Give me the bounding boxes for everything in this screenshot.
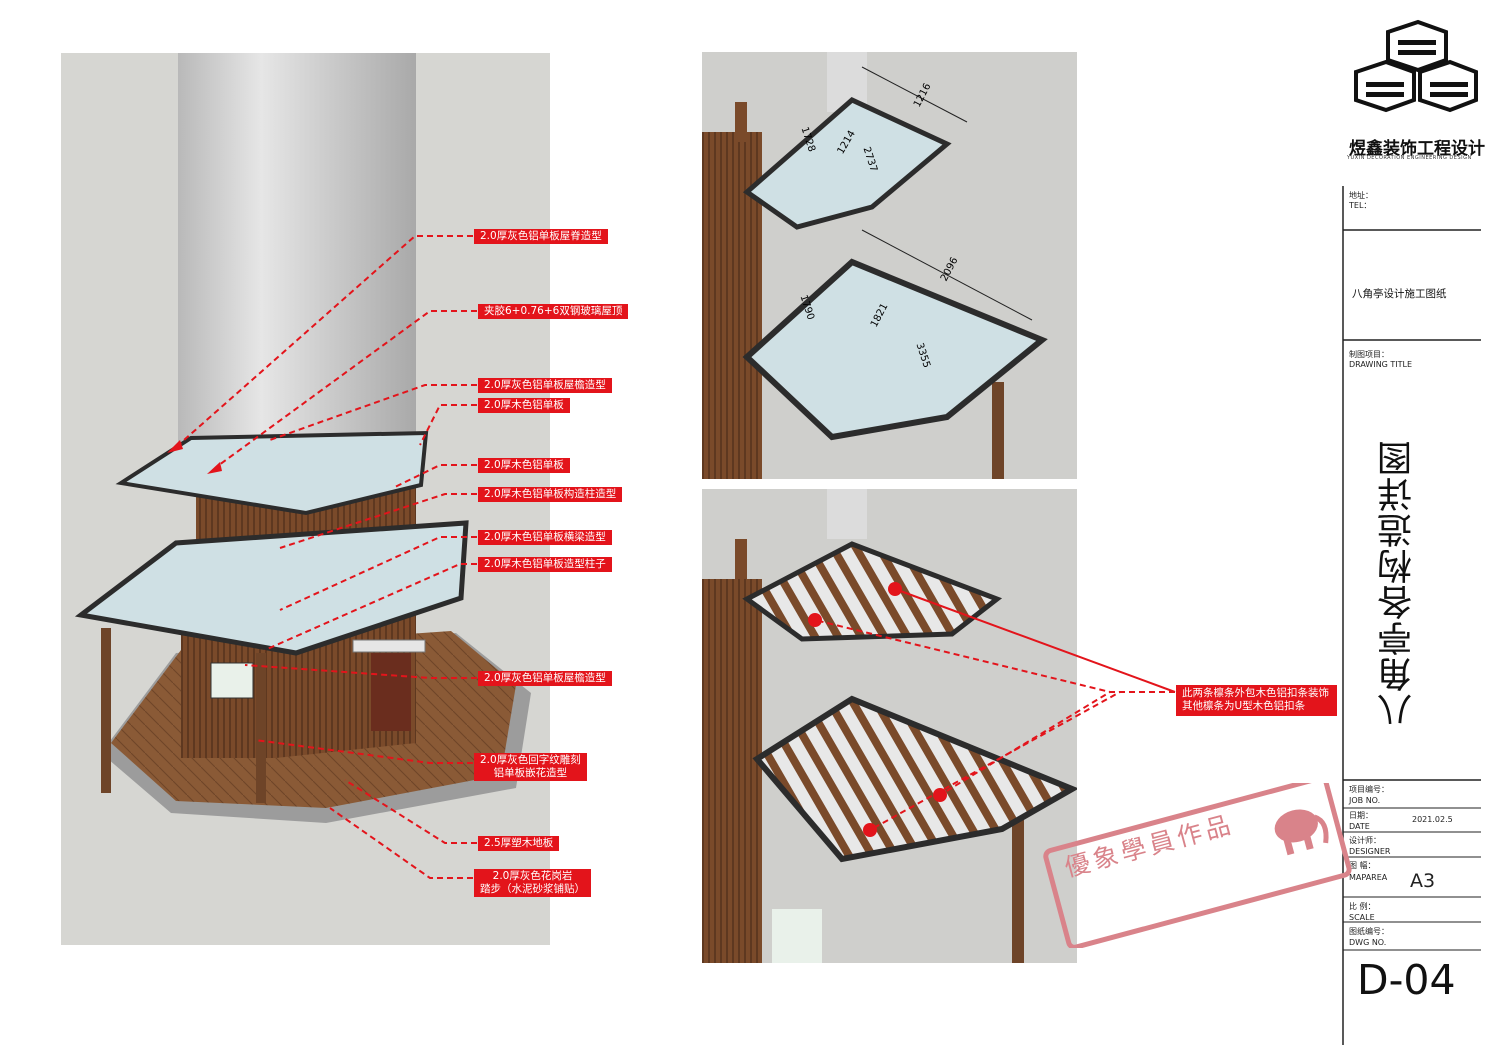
- callout-glass-roof: 夹胶6+0.76+6双钢玻璃屋顶: [478, 304, 629, 319]
- dwg-no-label-en: DWG NO.: [1349, 938, 1387, 947]
- tel-label: TEL：: [1349, 201, 1372, 210]
- callout-purlin: 此两条檩条外包木色铝扣条装饰 其他檩条为U型木色铝扣条: [1176, 685, 1337, 716]
- scale-label-en: SCALE: [1349, 913, 1375, 922]
- callout-lower-eave: 2.0厚灰色铝单板屋檐造型: [478, 671, 612, 686]
- callout-wood-panel: 2.0厚木色铝单板: [478, 398, 570, 413]
- entrance-door: [371, 653, 411, 731]
- purlin-structure-view: [702, 489, 1077, 963]
- dimension-line: [861, 229, 1033, 321]
- callout-eave: 2.0厚灰色铝单板屋檐造型: [478, 378, 612, 393]
- callout-granite-step: 2.0厚灰色花岗岩 踏步（水泥砂浆铺贴）: [474, 869, 591, 897]
- drawing-title-label-en: DRAWING TITLE: [1349, 360, 1413, 369]
- callout-column: 2.0厚木色铝单板造型柱子: [478, 557, 612, 572]
- wood-wall: [702, 579, 762, 963]
- callout-carved-panel: 2.0厚灰色回字纹雕刻 铝单板嵌花造型: [474, 753, 587, 781]
- callout-line: 铝单板嵌花造型: [493, 767, 568, 779]
- dwg-no-value: D-04: [1357, 956, 1456, 1004]
- roof-post: [992, 382, 1004, 479]
- maparea-value: A3: [1410, 870, 1436, 892]
- upper-roof-purlins: [742, 541, 1003, 642]
- date-label: 日期：: [1349, 811, 1373, 820]
- dwg-no-label: 图纸编号：: [1349, 927, 1389, 936]
- designer-label-en: DESIGNER: [1349, 847, 1391, 856]
- maparea-label-en: MAPAREA: [1349, 873, 1388, 882]
- job-no-label: 项目编号：: [1349, 785, 1389, 794]
- roof-dimension-view: 1216 1728 1214 2737 2096 1790 1821 3355: [702, 52, 1077, 479]
- purlin-drawing: [702, 489, 1077, 963]
- project-name: 八角亭设计施工图纸: [1352, 288, 1447, 300]
- scale-label: 比 例：: [1349, 902, 1376, 911]
- stamp-frame: [1043, 775, 1352, 950]
- address-label: 地址：: [1349, 191, 1373, 200]
- callout-ridge: 2.0厚灰色铝单板屋脊造型: [474, 229, 608, 244]
- maparea-label: 图 幅：: [1349, 861, 1376, 870]
- corner-post: [101, 628, 111, 793]
- lower-roof-purlins: [752, 695, 1077, 863]
- ridge-post: [735, 102, 747, 142]
- callout-beam: 2.0厚木色铝单板横梁造型: [478, 530, 612, 545]
- student-work-stamp: 優象學員作品: [1035, 775, 1360, 950]
- callout-line: 2.0厚灰色回字纹雕刻: [480, 754, 581, 766]
- company-subtitle: YUXIN DECORATION ENGINEERING DESIGN: [1347, 155, 1472, 161]
- concrete-column: [178, 53, 416, 473]
- callout-structural-column: 2.0厚木色铝单板构造柱造型: [478, 487, 623, 502]
- company-name: 煜鑫装饰工程设计: [1349, 139, 1485, 159]
- pavilion-perspective-view: [61, 53, 550, 945]
- info-sign: [772, 909, 822, 963]
- callout-line: 此两条檩条外包木色铝扣条装饰: [1182, 687, 1329, 699]
- info-sign: [210, 662, 254, 699]
- roof-dimension-drawing: [702, 52, 1048, 479]
- dimension-line: [861, 66, 968, 123]
- drawing-title: 八角亭各构造详图: [1372, 440, 1432, 740]
- callout-line: 踏步（水泥砂浆铺贴）: [480, 883, 585, 895]
- company-logo-icon: [1354, 19, 1478, 113]
- callout-line: 2.0厚灰色花岗岩: [492, 870, 573, 882]
- designer-label: 设计师：: [1349, 836, 1381, 845]
- elephant-icon: [1274, 809, 1329, 856]
- callout-floor: 2.5厚塑木地板: [478, 836, 560, 851]
- date-label-en: DATE: [1349, 822, 1370, 831]
- date-value: 2021.02.5: [1412, 815, 1453, 824]
- column-top: [827, 489, 867, 539]
- callout-line: 其他檩条为U型木色铝扣条: [1182, 700, 1306, 712]
- callout-wood-panel: 2.0厚木色铝单板: [478, 458, 570, 473]
- door-canopy: [352, 639, 426, 653]
- drawing-title-label: 制图项目：: [1349, 350, 1389, 359]
- lower-roof-glass: [742, 258, 1048, 441]
- job-no-label-en: JOB NO.: [1349, 796, 1381, 805]
- upper-roof-glass: [742, 97, 952, 230]
- pavilion-drawing: [74, 53, 531, 823]
- roof-post: [1012, 819, 1024, 963]
- corner-post: [256, 653, 266, 803]
- drawing-title-text: 八角亭各构造详图: [1378, 440, 1418, 728]
- ridge-post: [735, 539, 747, 579]
